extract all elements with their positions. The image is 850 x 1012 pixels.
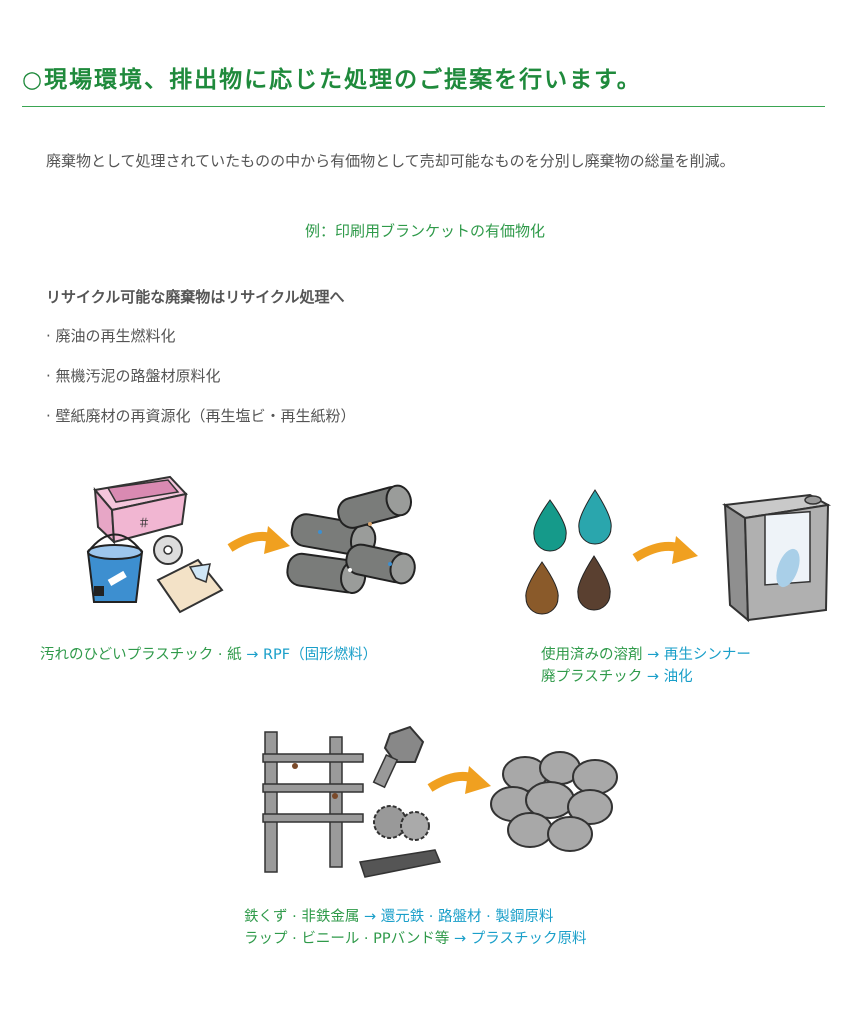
list-item: · 廃油の再生燃料化 — [46, 327, 176, 345]
arrow-icon: → — [647, 647, 660, 663]
rpf-fuel-icon — [286, 484, 416, 594]
plastic-waste-illustration: ＃ — [86, 475, 416, 614]
caption-source: ラップ · ビニール · PPバンド等 — [244, 931, 450, 947]
metal-caption: 鉄くず · 非鉄金属 → 還元鉄 · 路盤材 · 製鋼原料 ラップ · ビニール… — [244, 906, 586, 950]
scrap-plate-icon — [359, 849, 442, 878]
arrow-head-icon — [264, 526, 290, 554]
cd-icon — [153, 535, 183, 565]
plastic-caption: 汚れのひどいプラスチック · 紙 → RPF（固形燃料） — [40, 644, 377, 666]
teal-drop-icon — [533, 489, 612, 552]
arrow-head-icon — [465, 766, 491, 794]
solvent-caption: 使用済みの溶剤 → 再生シンナー 廃プラスチック → 油化 — [541, 644, 751, 688]
pink-box-icon: ＃ — [93, 475, 188, 545]
bucket-icon — [86, 533, 144, 603]
arrow-icon: → — [646, 669, 659, 685]
gear-icon — [373, 805, 430, 841]
caption-source: 汚れのひどいプラスチック · 紙 — [40, 647, 242, 663]
solvent-illustration — [525, 489, 832, 623]
caption-source: 使用済みの溶剤 — [541, 647, 643, 663]
solvent-can-icon — [722, 493, 832, 623]
caption-source: 鉄くず · 非鉄金属 — [244, 909, 360, 925]
list-item: · 壁紙廃材の再資源化（再生塩ビ・再生紙粉） — [46, 407, 356, 425]
caption-result: 還元鉄 · 路盤材 · 製鋼原料 — [380, 909, 554, 925]
caption-result: 油化 — [663, 669, 693, 685]
intro-example: 例：印刷用ブランケットの有価物化 — [304, 222, 545, 240]
metal-scrap-illustration — [262, 725, 618, 878]
arrow-head-icon — [672, 536, 698, 564]
recycle-list: · 廃油の再生燃料化 · 無機汚泥の路盤材原料化 · 壁紙廃材の再資源化（再生塩… — [46, 322, 356, 442]
page-title: ○現場環境、排出物に応じた処理のご提案を行います。 — [22, 67, 642, 93]
svg-text:＃: ＃ — [138, 516, 150, 530]
arrow-icon: → — [453, 931, 467, 947]
heading-divider — [22, 106, 825, 107]
bolt-icon — [372, 725, 425, 789]
intro-paragraph: 廃棄物として処理されていたものの中から有価物として売却可能なものを分別し廃棄物の… — [46, 152, 735, 170]
paper-scrap-icon — [156, 558, 224, 614]
recycle-title: リサイクル可能な廃棄物はリサイクル処理へ — [46, 288, 345, 306]
section-heading: ○現場環境、排出物に応じた処理のご提案を行います。 — [22, 60, 832, 94]
stones-icon — [490, 751, 618, 852]
brown-drop-icon — [525, 555, 611, 615]
arrow-icon: → — [246, 647, 259, 663]
caption-source: 廃プラスチック — [541, 669, 643, 685]
arrow-icon: → — [363, 909, 377, 925]
caption-result: 再生シンナー — [663, 647, 751, 663]
caption-result: RPF（固形燃料） — [262, 647, 378, 663]
list-item: · 無機汚泥の路盤材原料化 — [46, 367, 221, 385]
caption-result: プラスチック原料 — [470, 931, 587, 947]
steel-frame-icon — [262, 731, 364, 873]
